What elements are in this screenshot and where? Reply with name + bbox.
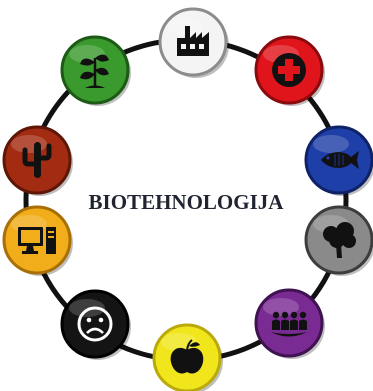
node-plant	[60, 35, 131, 106]
node-computing	[2, 205, 73, 276]
plant-sprout-icon	[80, 54, 109, 88]
factory-icon	[177, 26, 209, 56]
node-forest	[304, 205, 373, 276]
people-meeting-icon	[271, 311, 307, 337]
node-ethics	[60, 289, 131, 360]
fish-icon	[321, 151, 359, 169]
center-title: BIOTEHNOLOGIJA	[89, 190, 285, 214]
node-circle	[60, 289, 130, 359]
computer-icon	[18, 227, 56, 254]
node-highlight	[69, 299, 105, 317]
tree-icon	[323, 222, 356, 258]
medical-cross-icon	[272, 53, 306, 87]
node-desert	[2, 125, 73, 196]
node-highlight	[11, 135, 47, 153]
node-food	[152, 323, 223, 391]
node-group	[2, 7, 373, 391]
cactus-icon	[22, 142, 52, 178]
sad-face-icon	[77, 306, 113, 342]
node-highlight	[263, 298, 299, 316]
node-medical	[254, 35, 325, 106]
node-marine	[304, 125, 373, 196]
apple-icon	[170, 339, 204, 374]
node-highlight	[313, 135, 349, 153]
node-industry	[158, 7, 229, 78]
node-society	[254, 288, 325, 359]
